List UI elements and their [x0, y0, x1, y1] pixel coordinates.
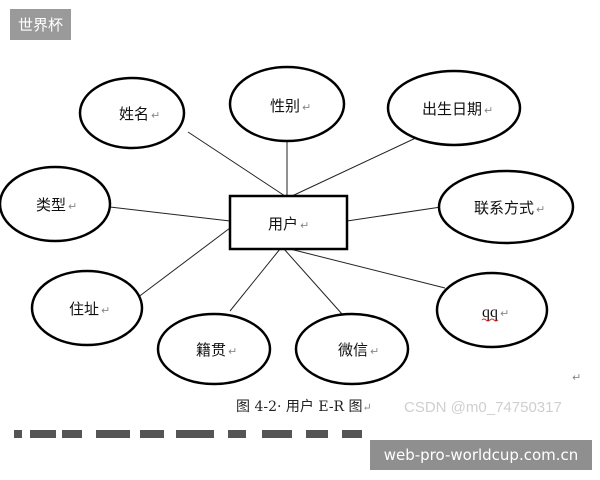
connector-contact: [346, 206, 442, 222]
attr-birthdate-label: 出生日期: [422, 100, 482, 118]
return-mark: ↵: [572, 371, 581, 384]
return-mark: ↵: [362, 401, 372, 414]
attr-birthdate-ellipse: [386, 69, 522, 147]
attr-address-label: 住址: [69, 300, 99, 318]
attr-wechat-label: 微信: [338, 341, 368, 359]
return-mark: ↵: [68, 200, 77, 213]
connector-lines: [109, 131, 446, 315]
attr-qq-ellipse: [435, 271, 549, 349]
return-mark: ↵: [370, 345, 379, 358]
return-mark: ↵: [228, 345, 237, 358]
entity-user-box: [228, 194, 349, 251]
connector-qq: [289, 248, 446, 289]
connector-address: [136, 227, 231, 299]
attr-contact-ellipse: [437, 169, 575, 245]
attr-name-label: 姓名: [119, 105, 149, 123]
return-mark: ↵: [101, 304, 110, 317]
return-mark: ↵: [151, 109, 160, 122]
csdn-watermark: CSDN @m0_74750317: [404, 399, 562, 416]
attr-name-ellipse: [78, 76, 186, 150]
connector-wechat: [283, 248, 343, 315]
attr-native-place-ellipse: [156, 312, 272, 386]
attr-type-ellipse: [0, 165, 112, 243]
figure-caption-text: 图 4-2· 用户 E-R 图: [236, 399, 363, 415]
return-mark: ↵: [500, 307, 509, 320]
watermark-top: 世界杯: [10, 9, 72, 40]
figure-caption: 图 4-2· 用户 E-R 图↵: [236, 396, 372, 416]
attr-gender-label: 性别: [270, 97, 300, 115]
attr-type-label: 类型: [36, 196, 66, 214]
attr-contact-label: 联系方式: [474, 199, 534, 217]
connector-birthdate: [291, 135, 421, 197]
return-mark: ↵: [484, 104, 493, 117]
return-mark: ↵: [300, 219, 309, 232]
attr-qq-label: qq: [482, 304, 498, 321]
entity-user-label: 用户: [268, 215, 298, 233]
attr-address-ellipse: [30, 269, 144, 347]
watermark-bottom: web-pro-worldcup.com.cn: [370, 440, 592, 470]
connector-name: [187, 131, 286, 197]
cut-off-text-line: [0, 424, 600, 438]
return-mark: ↵: [536, 203, 545, 216]
attr-native-place-label: 籍贯: [196, 341, 226, 359]
return-mark: ↵: [302, 101, 311, 114]
attr-wechat-ellipse: [294, 312, 410, 386]
connector-type: [109, 206, 231, 222]
attr-gender-ellipse: [228, 65, 346, 143]
connector-native-place: [229, 248, 281, 312]
spellcheck-squiggle: [481, 318, 499, 322]
